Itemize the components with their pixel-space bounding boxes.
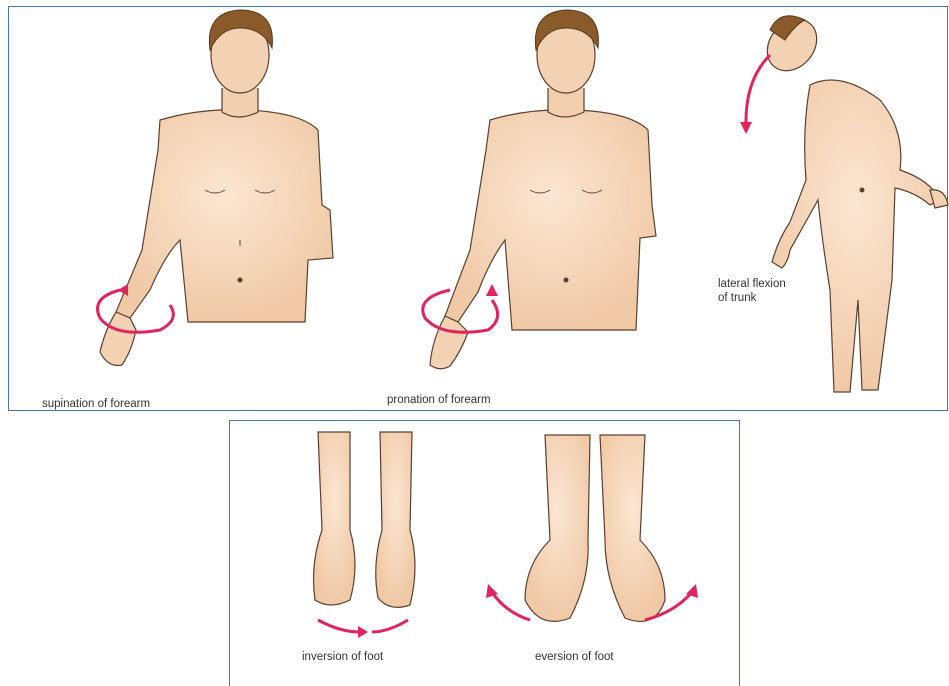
lateral-flexion-label-line2: of trunk (718, 292, 756, 305)
supination-label: supination of forearm (42, 398, 150, 411)
inversion-label: inversion of foot (302, 651, 383, 664)
eversion-label: eversion of foot (535, 651, 614, 664)
lateral-flexion-label-line1: lateral flexion (718, 278, 786, 291)
pronation-label: pronation of forearm (387, 394, 491, 407)
